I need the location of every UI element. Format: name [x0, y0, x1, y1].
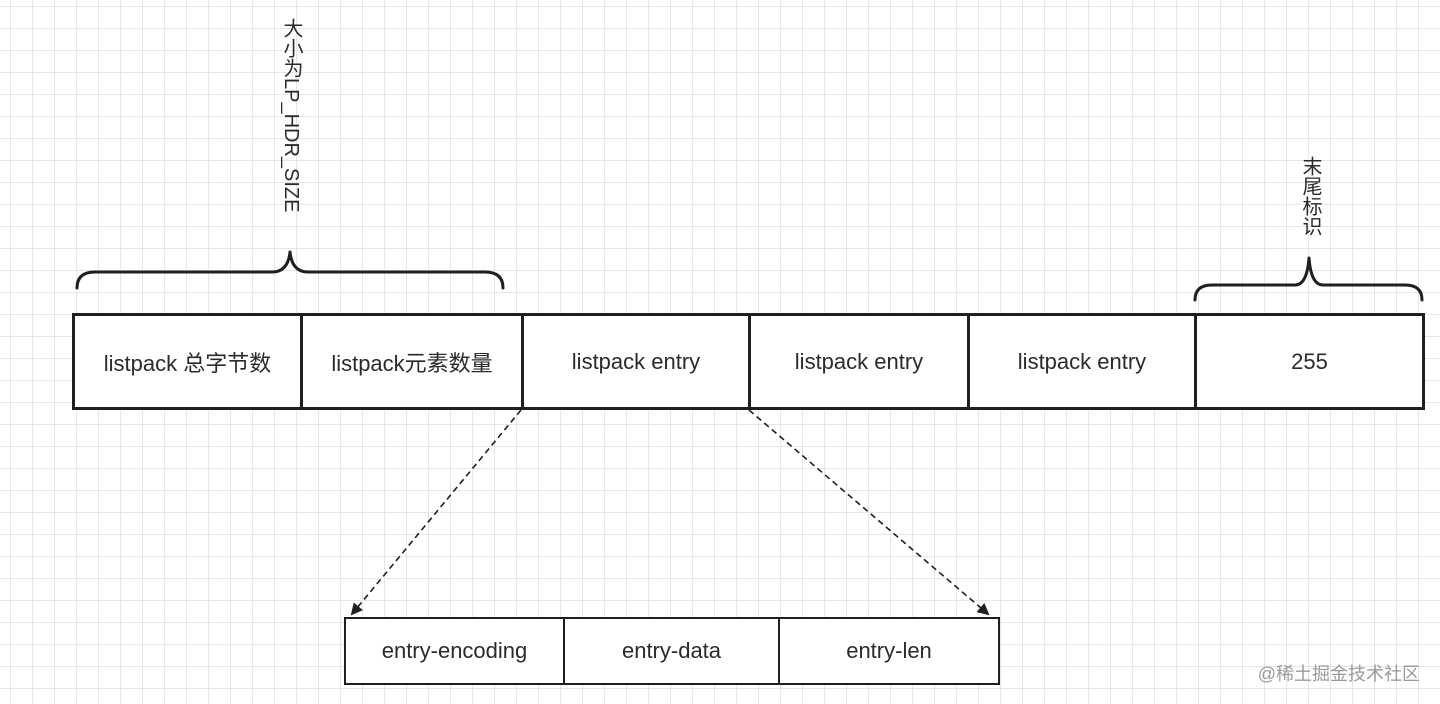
dashed-arrow-left	[350, 409, 522, 616]
tail-brace	[1193, 256, 1424, 302]
header-brace	[75, 250, 505, 290]
listpack-end-marker-cell: 255	[1194, 313, 1425, 410]
listpack-entry-cell: listpack entry	[967, 313, 1197, 410]
watermark: @稀土掘金技术社区	[1257, 664, 1420, 684]
listpack-element-count-cell: listpack元素数量	[300, 313, 524, 410]
dashed-arrow-right	[748, 409, 990, 616]
entry-encoding-cell: entry-encoding	[344, 617, 565, 685]
entry-data-cell: entry-data	[563, 617, 780, 685]
listpack-entry-cell: listpack entry	[748, 313, 970, 410]
header-size-label: 大小为LP_HDR_SIZE	[280, 18, 302, 213]
listpack-total-bytes-cell: listpack 总字节数	[72, 313, 303, 410]
tail-marker-label: 末尾标识	[1299, 156, 1321, 236]
listpack-entry-cell: listpack entry	[521, 313, 751, 410]
entry-len-cell: entry-len	[778, 617, 1000, 685]
